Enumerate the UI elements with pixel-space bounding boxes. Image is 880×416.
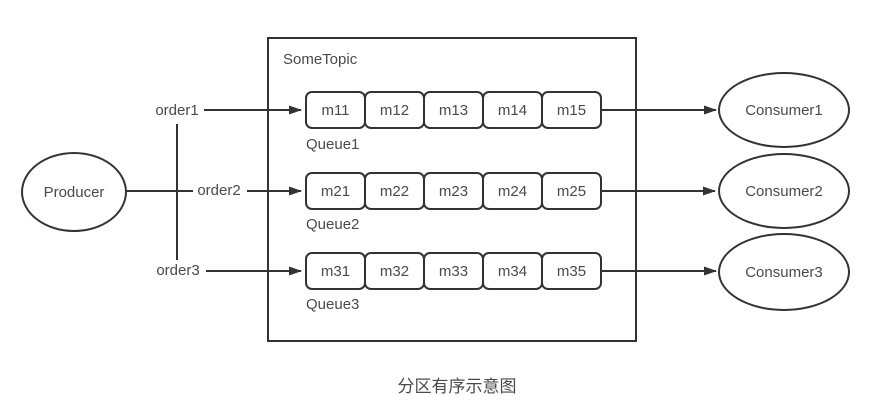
message-cell: m11 <box>305 91 366 129</box>
message-label: m32 <box>379 262 410 280</box>
queue1-label: Queue1 <box>306 136 360 153</box>
topic-title: SomeTopic <box>283 51 358 68</box>
diagram-caption: 分区有序示意图 <box>397 377 517 396</box>
producer-node: Producer <box>21 152 127 232</box>
order1-label: order1 <box>155 102 199 119</box>
message-label: m21 <box>320 182 351 200</box>
queue2-label: Queue2 <box>306 216 360 233</box>
message-label: m22 <box>379 182 410 200</box>
order3-label: order3 <box>156 262 200 279</box>
message-label: m31 <box>320 262 351 280</box>
message-label: m34 <box>497 262 528 280</box>
message-label: m24 <box>497 182 528 200</box>
message-cell: m14 <box>482 91 543 129</box>
message-label: m33 <box>438 262 469 280</box>
message-cell: m25 <box>541 172 602 210</box>
consumer2-node: Consumer2 <box>718 153 850 229</box>
message-label: m14 <box>497 101 528 119</box>
message-cell: m35 <box>541 252 602 290</box>
consumer3-node: Consumer3 <box>718 233 850 311</box>
message-label: m12 <box>379 101 410 119</box>
order2-label: order2 <box>197 182 241 199</box>
message-label: m11 <box>321 101 350 119</box>
message-label: m25 <box>556 182 587 200</box>
queue1-row: m11 m12 m13 m14 m15 <box>305 91 602 129</box>
message-cell: m31 <box>305 252 366 290</box>
topic-box <box>267 37 637 342</box>
queue3-row: m31 m32 m33 m34 m35 <box>305 252 602 290</box>
message-cell: m21 <box>305 172 366 210</box>
message-cell: m33 <box>423 252 484 290</box>
producer-label: Producer <box>43 183 105 201</box>
message-label: m35 <box>556 262 587 280</box>
queue3-label: Queue3 <box>306 296 360 313</box>
consumer1-node: Consumer1 <box>718 72 850 148</box>
consumer3-label: Consumer3 <box>745 263 823 281</box>
message-cell: m22 <box>364 172 425 210</box>
message-label: m23 <box>438 182 469 200</box>
message-cell: m34 <box>482 252 543 290</box>
message-cell: m24 <box>482 172 543 210</box>
message-cell: m15 <box>541 91 602 129</box>
message-label: m13 <box>438 101 469 119</box>
consumer1-label: Consumer1 <box>745 101 823 119</box>
consumer2-label: Consumer2 <box>745 182 823 200</box>
queue2-row: m21 m22 m23 m24 m25 <box>305 172 602 210</box>
message-cell: m13 <box>423 91 484 129</box>
message-cell: m23 <box>423 172 484 210</box>
message-cell: m12 <box>364 91 425 129</box>
message-label: m15 <box>556 101 587 119</box>
message-cell: m32 <box>364 252 425 290</box>
